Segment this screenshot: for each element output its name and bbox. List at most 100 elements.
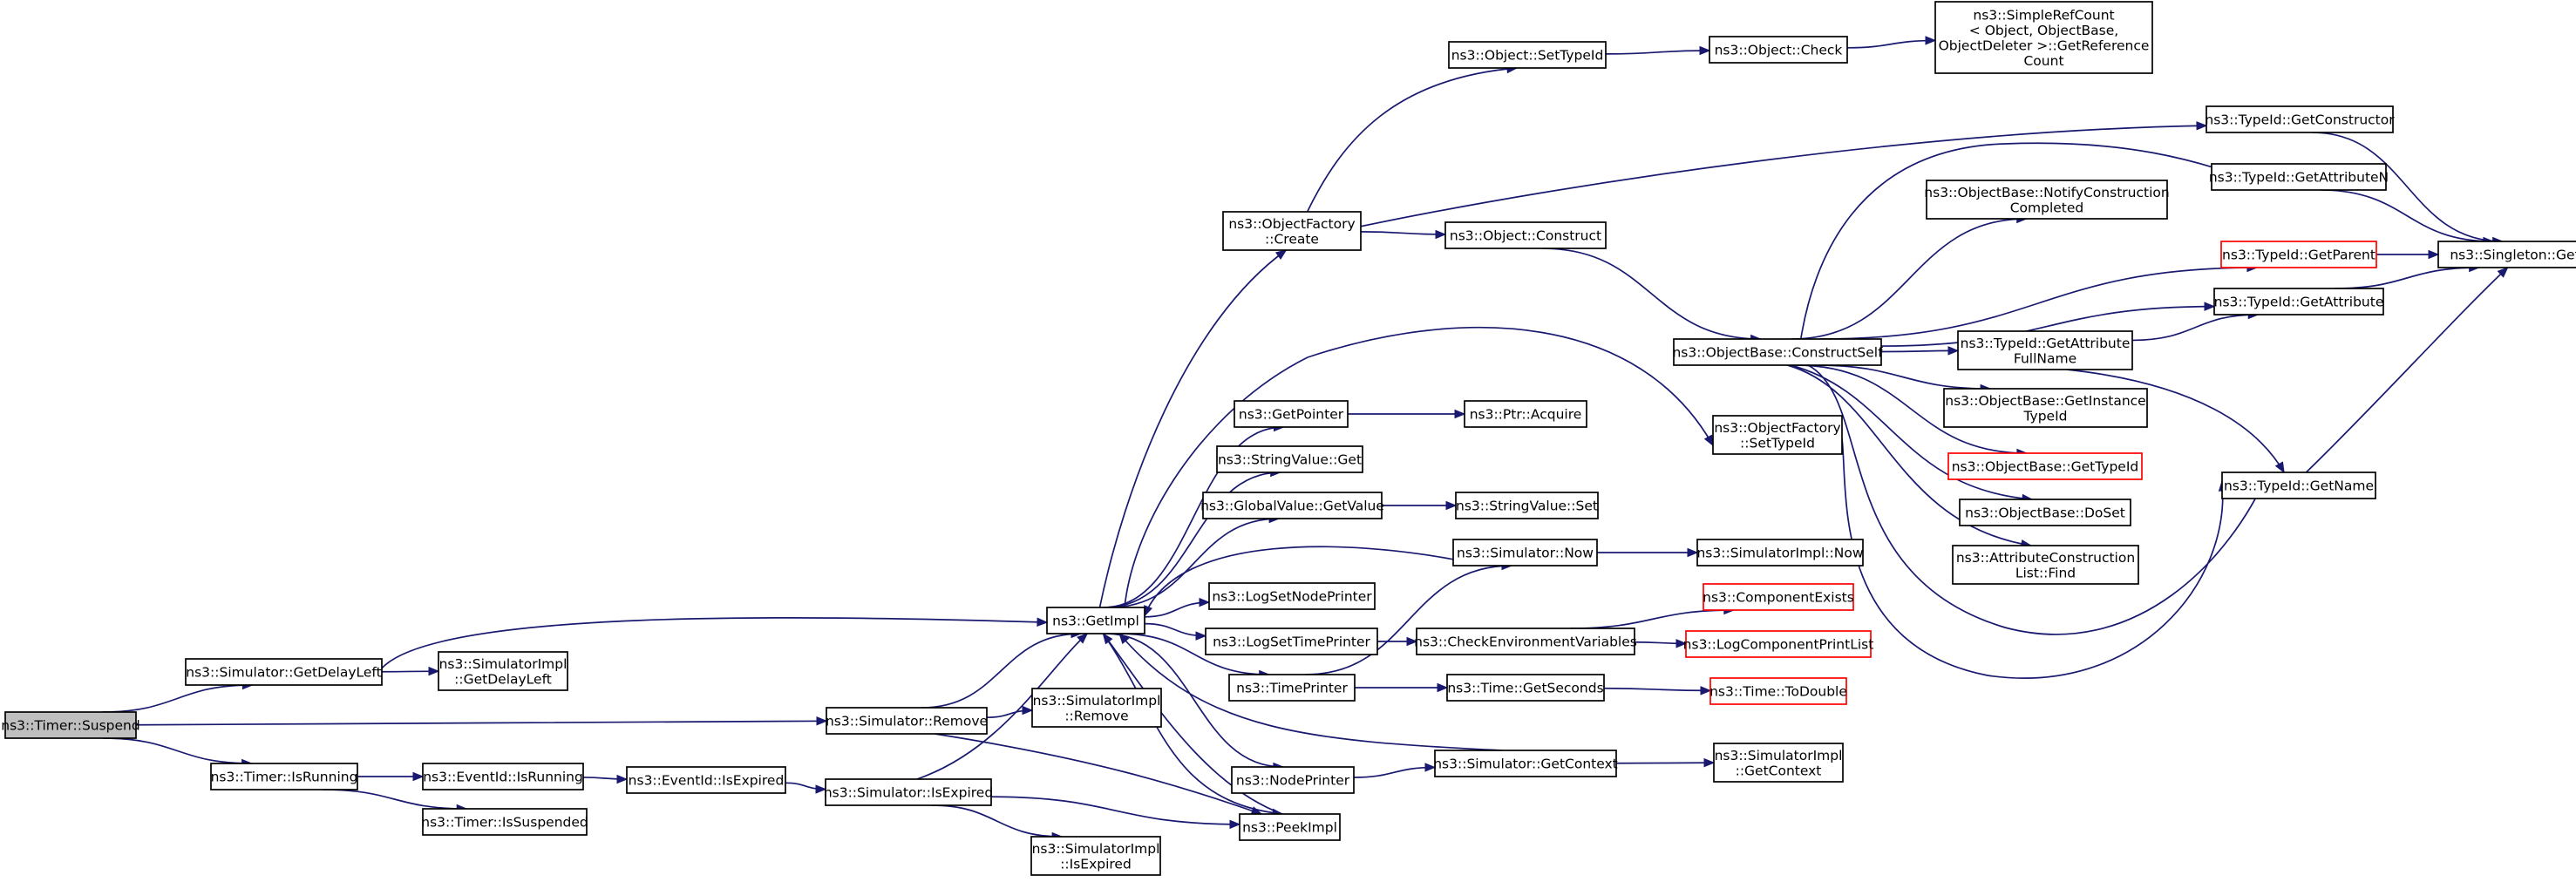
node-timer_issuspended[interactable]: ns3::Timer::IsSuspended (421, 808, 588, 836)
edge-line (1603, 687, 1711, 692)
node-box (1222, 211, 1362, 251)
node-label: ns3::Simulator::Remove (826, 714, 988, 729)
node-box (2221, 472, 2376, 499)
node-simimpl_isexpired[interactable]: ns3::SimulatorImpl::IsExpired (1030, 836, 1161, 876)
node-getpointer[interactable]: ns3::GetPointer (1234, 400, 1349, 428)
edge-line (916, 633, 1088, 780)
node-objbase_gettypeid[interactable]: ns3::ObjectBase::GetTypeId (1947, 452, 2143, 480)
node-time_getseconds[interactable]: ns3::Time::GetSeconds (1446, 674, 1605, 702)
node-label: ns3::NodePrinter (1236, 773, 1350, 789)
edge-objfactory_create-to-object_settypeid (1306, 64, 1519, 213)
edge-line (2335, 267, 2479, 289)
node-sim_getdelayleft[interactable]: ns3::Simulator::GetDelayLeft (185, 658, 383, 686)
node-box (2206, 105, 2394, 133)
node-objfactory_settypeid[interactable]: ns3::ObjectFactory::SetTypeId (1712, 415, 1843, 455)
node-box (1234, 400, 1349, 428)
node-box (1231, 766, 1355, 794)
node-box (185, 658, 383, 686)
node-box (1696, 539, 1864, 567)
node-box (825, 778, 992, 806)
node-label: TypeId (2022, 408, 2067, 424)
edge-objfactory_create-to-object_construct (1360, 229, 1447, 240)
edge-line (1353, 766, 1436, 778)
node-label: ns3::ObjectBase::ConstructSelf (1672, 345, 1883, 361)
edge-line (2305, 267, 2509, 473)
node-box (1685, 630, 1872, 658)
node-time_todouble[interactable]: ns3::Time::ToDouble (1709, 677, 1847, 705)
node-box (1416, 628, 1635, 655)
node-box (1709, 36, 1848, 64)
node-box (1952, 545, 2139, 585)
edge-arrowhead (1925, 36, 1937, 45)
node-typeid_getattribute[interactable]: ns3::TypeId::GetAttribute (2213, 288, 2384, 315)
node-typeid_getparent[interactable]: ns3::TypeId::GetParent (2220, 241, 2377, 268)
edge-line (1880, 349, 1959, 353)
edge-line (1605, 50, 1710, 55)
node-object_check[interactable]: ns3::Object::Check (1709, 36, 1848, 64)
node-label: ns3::LogComponentPrintList (1683, 637, 1874, 653)
node-logsettimeprinter[interactable]: ns3::LogSetTimePrinter (1205, 628, 1378, 655)
node-simimpl_getcontext[interactable]: ns3::SimulatorImpl::GetContext (1713, 743, 1844, 783)
edge-typeid_getname-to-singleton_get (2305, 267, 2509, 473)
edge-line (1118, 633, 1502, 751)
node-objbase_notify[interactable]: ns3::ObjectBase::NotifyConstructionCompl… (1924, 180, 2170, 220)
node-simimpl_now[interactable]: ns3::SimulatorImpl::Now (1696, 539, 1864, 567)
node-nodeprinter[interactable]: ns3::NodePrinter (1231, 766, 1355, 794)
edge-line (2321, 189, 2493, 242)
node-box (1455, 492, 1599, 519)
node-typeid_getconstructor[interactable]: ns3::TypeId::GetConstructor (2205, 105, 2395, 133)
node-typeid_getattributen[interactable]: ns3::TypeId::GetAttributeN (2209, 163, 2389, 191)
edge-objbase_constructself-to-objbase_notify (1791, 214, 2029, 340)
node-componentexists[interactable]: ns3::ComponentExists (1703, 583, 1854, 611)
node-timer_suspend[interactable]: ns3::Timer::Suspend (1, 711, 140, 739)
node-eventid_isrunning[interactable]: ns3::EventId::IsRunning (422, 763, 584, 790)
node-logcomponentprintlist[interactable]: ns3::LogComponentPrintList (1683, 630, 1874, 658)
node-label: ns3::LogSetTimePrinter (1213, 634, 1370, 650)
node-peekimpl[interactable]: ns3::PeekImpl (1239, 813, 1341, 841)
node-singleton_get[interactable]: ns3::Singleton::Get (2437, 241, 2576, 268)
node-box (1713, 743, 1844, 783)
node-ptr_acquire[interactable]: ns3::Ptr::Acquire (1464, 400, 1587, 428)
edge-line (1841, 438, 2224, 679)
node-box (1452, 539, 1598, 567)
node-stringvalue_set[interactable]: ns3::StringValue::Set (1455, 492, 1599, 519)
edge-arrowhead (1195, 631, 1207, 641)
node-typeid_getname[interactable]: ns3::TypeId::GetName (2221, 472, 2376, 499)
edge-line (1880, 305, 2215, 347)
edge-line (1306, 67, 1518, 213)
node-eventid_isexpired[interactable]: ns3::EventId::IsExpired (626, 766, 786, 794)
node-label: List::Find (2015, 565, 2076, 580)
node-simplerefcount[interactable]: ns3::SimpleRefCount< Object, ObjectBase,… (1934, 1, 2153, 74)
node-object_construct[interactable]: ns3::Object::Construct (1444, 221, 1607, 249)
edge-arrowhead (1144, 605, 1153, 617)
node-sim_now[interactable]: ns3::Simulator::Now (1452, 539, 1598, 567)
edge-arrowhead (1454, 409, 1466, 419)
edge-arrowhead (2196, 121, 2208, 131)
node-box (1030, 836, 1161, 876)
node-box (1444, 221, 1607, 249)
edge-arrowhead (1274, 249, 1288, 260)
node-label: ns3::StringValue::Set (1456, 499, 1598, 514)
node-stringvalue_get[interactable]: ns3::StringValue::Get (1216, 445, 1363, 473)
node-objbase_constructself[interactable]: ns3::ObjectBase::ConstructSelf (1672, 338, 1883, 366)
node-checkenv[interactable]: ns3::CheckEnvironmentVariables (1414, 628, 1637, 655)
node-getimpl[interactable]: ns3::GetImpl (1046, 607, 1145, 634)
node-simimpl_getdelayleft[interactable]: ns3::SimulatorImpl::GetDelayLeft (438, 651, 568, 691)
node-sim_isexpired[interactable]: ns3::Simulator::IsExpired (824, 778, 993, 806)
node-simimpl_remove[interactable]: ns3::SimulatorImpl::Remove (1031, 688, 1162, 728)
node-timeprinter[interactable]: ns3::TimePrinter (1228, 674, 1356, 702)
node-label: ns3::LogSetNodePrinter (1212, 589, 1372, 605)
edge-getimpl-to-logsetnodeprinter (1144, 597, 1211, 618)
node-timer_isrunning[interactable]: ns3::Timer::IsRunning (210, 763, 358, 790)
node-globalvalue_getvalue[interactable]: ns3::GlobalValue::GetValue (1200, 492, 1384, 519)
node-objbase_doset[interactable]: ns3::ObjectBase::DoSet (1959, 499, 2131, 526)
node-sim_remove[interactable]: ns3::Simulator::Remove (826, 707, 988, 735)
node-logsetnodeprinter[interactable]: ns3::LogSetNodePrinter (1208, 582, 1376, 610)
node-objfactory_create[interactable]: ns3::ObjectFactory::Create (1222, 211, 1362, 251)
node-sim_getcontext[interactable]: ns3::Simulator::GetContext (1433, 750, 1618, 777)
node-object_settypeid[interactable]: ns3::Object::SetTypeId (1448, 41, 1607, 69)
node-box (1957, 330, 2133, 370)
